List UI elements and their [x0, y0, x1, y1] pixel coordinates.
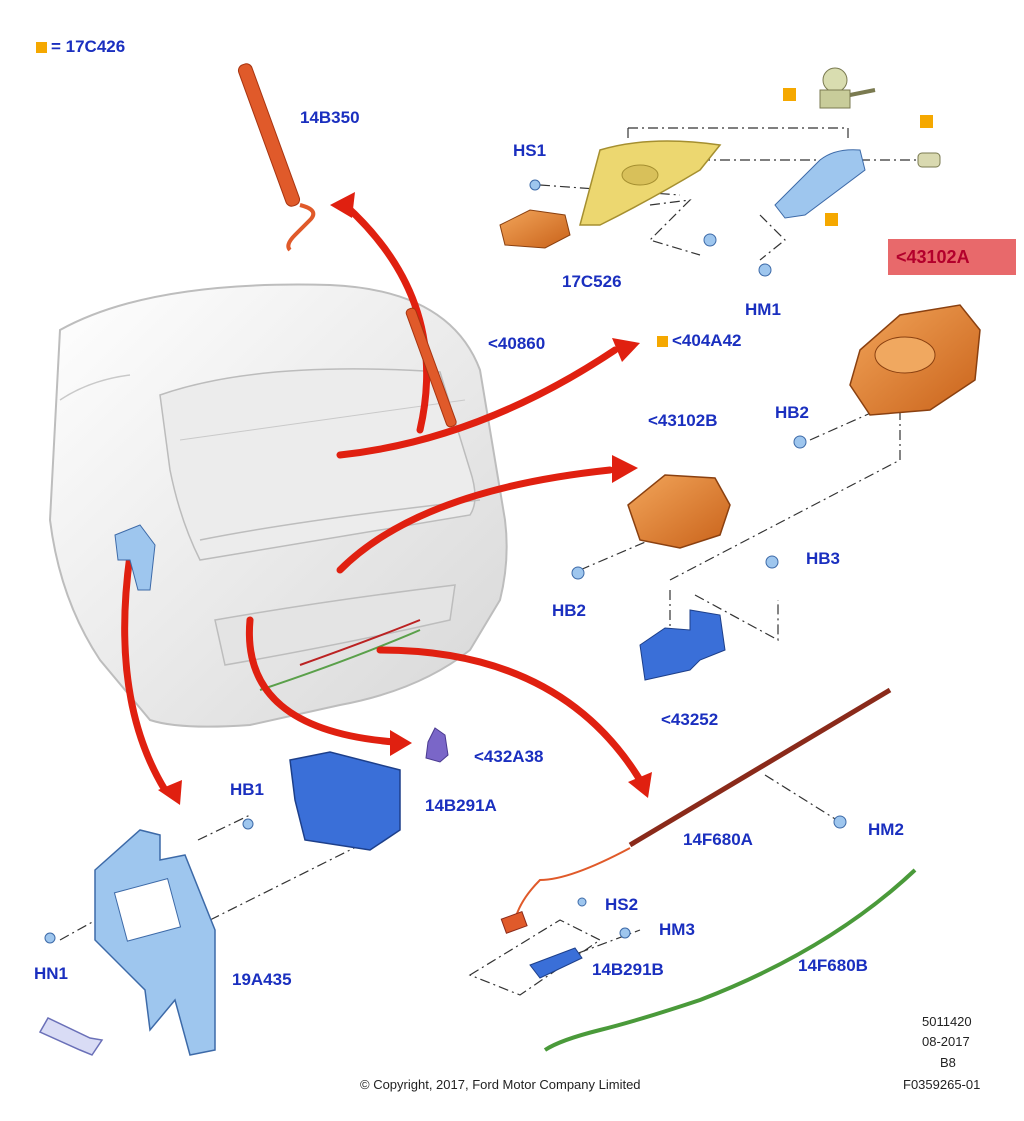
footer-date: 08-2017: [922, 1034, 970, 1049]
label-HN1: HN1: [34, 964, 69, 983]
label-404A42: <404A42: [657, 331, 741, 351]
label-40860: <40860: [488, 334, 546, 353]
label-404A42-text: <404A42: [672, 331, 742, 350]
flow-arrows: [121, 201, 644, 794]
label-HS2: HS2: [605, 895, 639, 914]
label-14F680B: 14F680B: [798, 956, 868, 975]
label-HM3: HM3: [659, 920, 695, 939]
part-wire-14F680B: [543, 868, 917, 1052]
highlighted-part-label: <43102A: [888, 239, 1016, 275]
footer-figure-number: F0359265-01: [903, 1077, 981, 1092]
part-module-14B291A: [289, 751, 401, 851]
label-HB1: HB1: [230, 780, 265, 799]
part-latch-40860: [499, 209, 571, 249]
marker-square: [825, 213, 838, 226]
view-direction-arrow: [38, 1017, 104, 1056]
label-HM1: HM1: [745, 300, 781, 319]
label-17C526: 17C526: [562, 272, 622, 291]
label-HB2: HB2: [552, 601, 587, 620]
vehicle-rear: [48, 283, 508, 728]
label-19A435: 19A435: [232, 970, 292, 989]
label-HB2: HB2: [775, 403, 810, 422]
label-HM2: HM2: [868, 820, 904, 839]
footer-revision: B8: [940, 1055, 956, 1070]
part-handle-17C526: [579, 140, 722, 226]
label-14B291A: 14B291A: [425, 796, 497, 815]
legend-swatch: [36, 42, 47, 54]
label-432A38: <432A38: [474, 747, 544, 766]
footer-copyright: © Copyright, 2017, Ford Motor Company Li…: [360, 1077, 641, 1092]
part-pin: [917, 152, 941, 168]
label-14F680A: 14F680A: [683, 830, 753, 849]
part-sensor-14B291B: [529, 947, 583, 979]
label-HS1: HS1: [513, 141, 547, 160]
part-striker-43252: [639, 609, 726, 681]
part-bracket-432A38: [425, 727, 449, 763]
part-wire-14F680A: [500, 687, 892, 934]
marker-square: [783, 88, 796, 101]
label-43102B: <43102B: [648, 411, 718, 430]
part-mounting-bracket-19A435: [94, 829, 216, 1056]
label-HB3: HB3: [806, 549, 841, 568]
marker-square: [657, 336, 668, 348]
fasteners: [44, 179, 847, 944]
arrow-heads: [158, 192, 652, 805]
part-gas-strut-14B350: [237, 63, 316, 252]
part-hinge: [114, 524, 156, 591]
part-bracket-lightblue: [774, 149, 866, 219]
part-actuator-43102A: [849, 304, 981, 416]
label-43252: <43252: [661, 710, 719, 729]
label-14B291B: 14B291B: [592, 960, 664, 979]
legend: = 17C426: [36, 37, 125, 57]
part-gas-strut-vehicle: [405, 307, 457, 428]
marker-square: [920, 115, 933, 128]
part-lock-cylinder: [819, 67, 876, 109]
legend-text: = 17C426: [51, 37, 126, 56]
footer-code: 5011420: [922, 1014, 972, 1029]
part-latch-43102B: [627, 474, 731, 549]
label-14B350: 14B350: [300, 108, 360, 127]
